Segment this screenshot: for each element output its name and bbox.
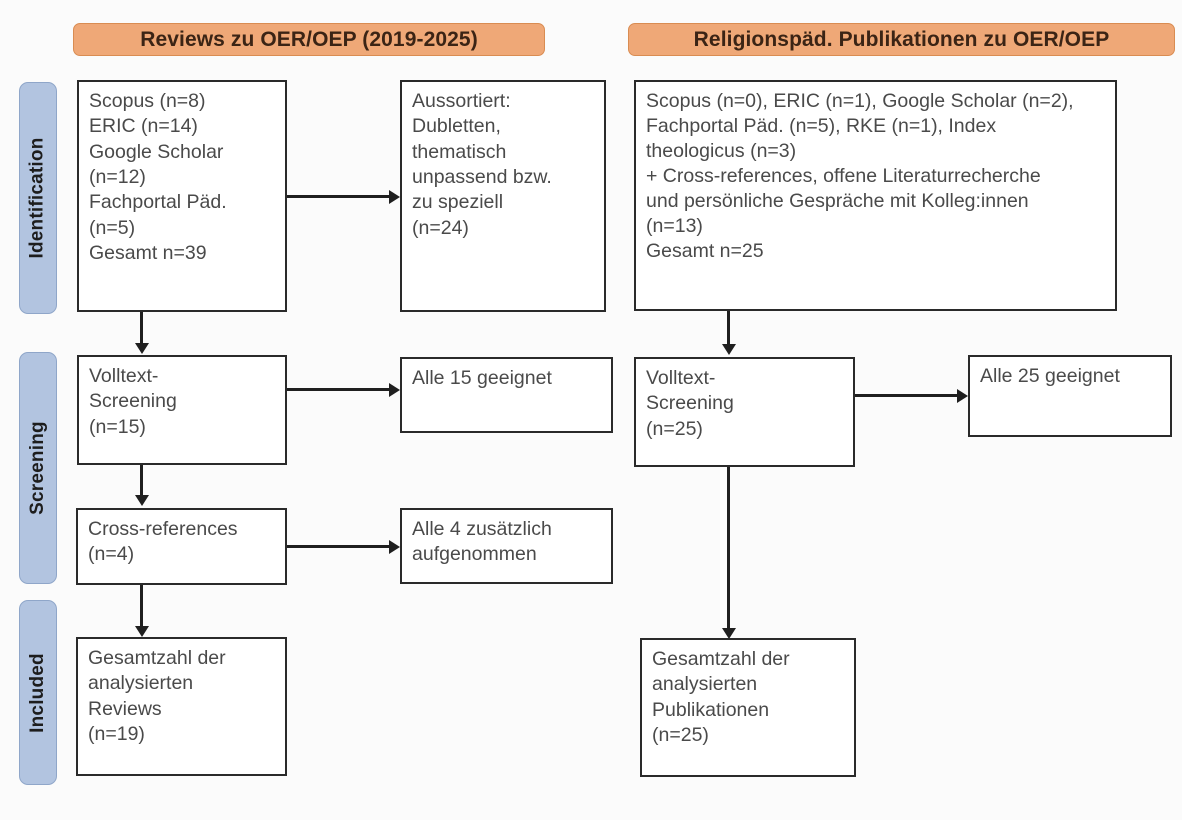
connector-right-screening-to-included [727,467,730,629]
connector-left-crossrefs-to-included [140,585,143,627]
connector-right-screening-to-result [855,394,957,397]
stage-label-included: Included [19,600,57,785]
stage-label-identification-text: Identification [27,137,48,259]
connector-right-sources-to-screening [727,311,730,345]
connector-left-screening-to-result [287,388,389,391]
stage-label-included-text: Included [27,652,48,733]
connector-left-crossrefs-to-result [287,545,389,548]
arrowhead-left-sources-to-excluded [389,189,400,204]
connector-left-sources-to-screening [140,312,143,344]
box-right-fulltext-result: Alle 25 geeignet [968,355,1172,437]
arrowhead-right-screening-to-included [721,628,736,639]
box-left-cross-references-result: Alle 4 zusätzlich aufgenommen [400,508,613,584]
box-left-included-total: Gesamtzahl der analysierten Reviews (n=1… [76,637,287,776]
box-left-identification-sources: Scopus (n=8) ERIC (n=14) Google Scholar … [77,80,287,312]
stage-label-identification: Identification [19,82,57,314]
connector-left-sources-to-excluded [287,195,389,198]
arrowhead-left-screening-to-crossrefs [134,495,149,506]
arrowhead-right-screening-to-result [957,388,968,403]
box-left-fulltext-result: Alle 15 geeignet [400,357,613,433]
stage-label-screening: Screening [19,352,57,584]
box-left-cross-references: Cross-references (n=4) [76,508,287,585]
stage-label-screening-text: Screening [27,421,49,515]
arrowhead-left-screening-to-result [389,382,400,397]
arrowhead-left-crossrefs-to-result [389,539,400,554]
connector-left-screening-to-crossrefs [140,465,143,496]
box-right-identification-sources: Scopus (n=0), ERIC (n=1), Google Scholar… [634,80,1117,311]
box-right-included-total: Gesamtzahl der analysierten Publikatione… [640,638,856,777]
box-left-fulltext-screening: Volltext- Screening (n=15) [77,355,287,465]
column-header-left: Reviews zu OER/OEP (2019-2025) [73,23,545,56]
box-left-excluded: Aussortiert: Dubletten, thematisch unpas… [400,80,606,312]
arrowhead-left-sources-to-screening [134,343,149,354]
column-header-right: Religionspäd. Publikationen zu OER/OEP [628,23,1175,56]
box-right-fulltext-screening: Volltext- Screening (n=25) [634,357,855,467]
arrowhead-right-sources-to-screening [721,344,736,355]
arrowhead-left-crossrefs-to-included [134,626,149,637]
